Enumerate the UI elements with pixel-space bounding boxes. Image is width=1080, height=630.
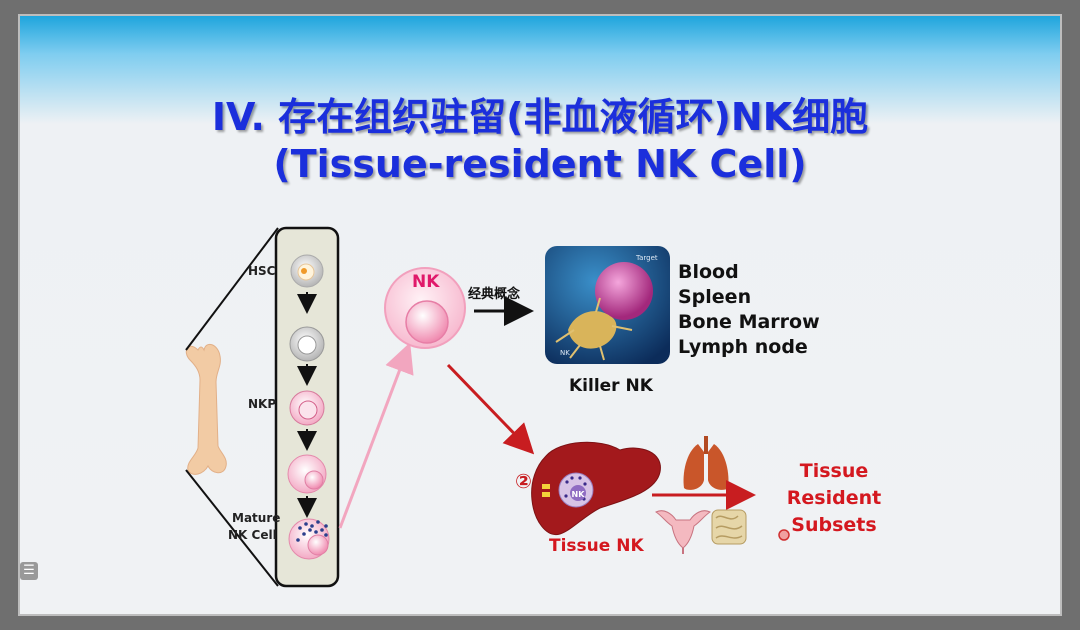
photo-nk-label: NK — [560, 349, 570, 357]
nk-cell-large — [384, 267, 466, 349]
circle-number: ② — [515, 469, 532, 493]
photo-target-label: Target — [635, 254, 658, 262]
site-blood: Blood — [678, 261, 739, 283]
slide-subtitle: (Tissue-resident NK Cell) — [273, 142, 807, 186]
tissue-resident-line2: Resident — [786, 487, 882, 509]
menu-icon[interactable]: ☰ — [20, 562, 38, 580]
intestine-icon — [711, 509, 747, 545]
slide-title: IV. 存在组织驻留(非血液循环)NK细胞 — [211, 95, 869, 139]
classic-concept-label: 经典概念 — [468, 287, 521, 302]
progenitor-cell — [289, 326, 325, 362]
liver-icon: NK — [531, 441, 661, 536]
nk-cell-label: NK Cell — [228, 528, 277, 542]
tissue-resident-line1: Tissue — [799, 460, 869, 482]
site-bone-marrow: Bone Marrow — [678, 311, 820, 333]
mature-label: Mature — [232, 511, 281, 525]
bone-icon — [185, 343, 227, 475]
mature-nk-cell — [288, 518, 330, 560]
nkp-cell — [289, 390, 325, 426]
tissue-resident-subsets: Tissue Resident Subsets — [770, 458, 898, 539]
liver-nk-label: NK — [572, 490, 586, 499]
lung-icon — [683, 436, 729, 490]
nkp-label: NKP — [248, 397, 277, 411]
killer-nk-image: Target NK — [545, 246, 670, 364]
hsc-cell — [290, 254, 324, 288]
tissue-nk-label: Tissue NK — [549, 536, 644, 556]
site-spleen: Spleen — [678, 286, 752, 308]
tissue-resident-line3: Subsets — [791, 514, 877, 536]
killer-nk-label: Killer NK — [569, 376, 653, 396]
site-lymph-node: Lymph node — [678, 336, 808, 358]
hsc-label: HSC — [248, 264, 276, 278]
immature-nk-cell — [287, 454, 327, 494]
nk-label: NK — [412, 272, 440, 292]
uterus-icon — [655, 510, 711, 554]
